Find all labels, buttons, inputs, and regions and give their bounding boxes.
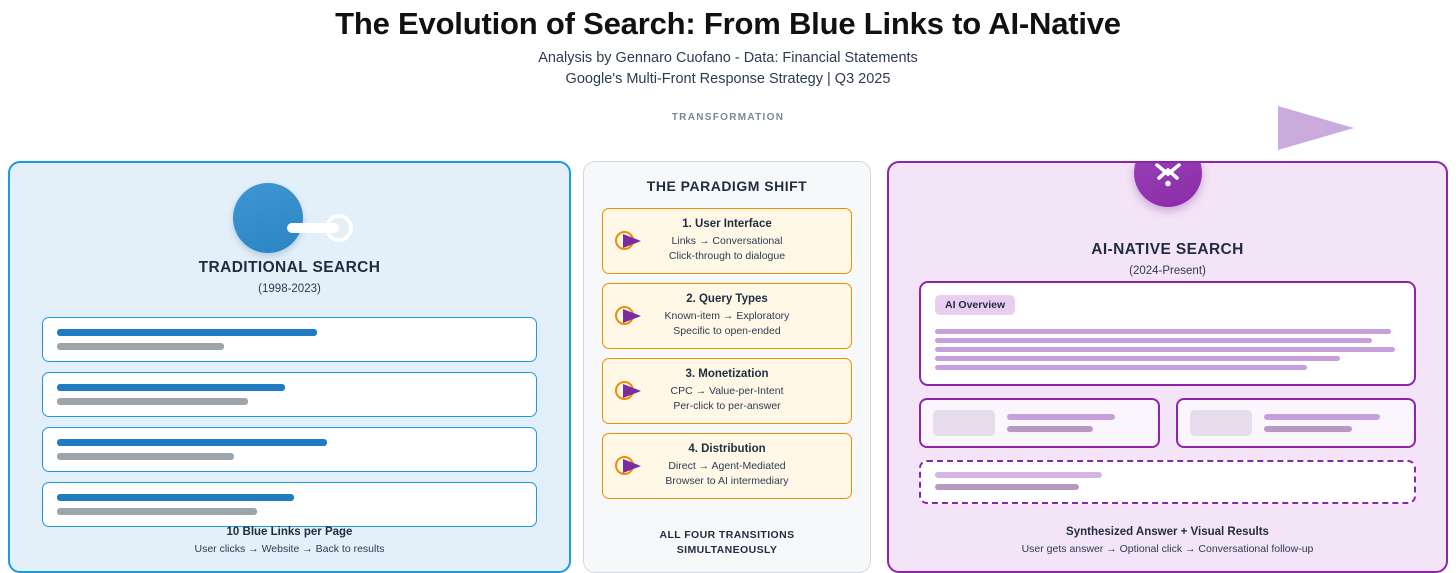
paradigm-footer-line-1: ALL FOUR TRANSITIONS <box>659 529 795 541</box>
shift-line-2: Browser to AI intermediary <box>665 475 789 487</box>
overview-line <box>935 329 1391 334</box>
ai-panel-era: (2024-Present) <box>1129 265 1206 277</box>
traditional-footer-headline: 10 Blue Links per Page <box>226 526 353 538</box>
traditional-panel-era: (1998-2023) <box>258 283 321 295</box>
paradigm-shift-panel: THE PARADIGM SHIFT 1. User Interface Lin… <box>583 161 871 573</box>
shift-heading: 1. User Interface <box>682 218 772 230</box>
overview-line <box>935 338 1373 343</box>
followup-bar-2 <box>935 484 1080 490</box>
paradigm-shift-title: THE PARADIGM SHIFT <box>646 178 808 194</box>
result-snippet-bar <box>57 398 248 405</box>
paradigm-shift-footer: ALL FOUR TRANSITIONS SIMULTANEOUSLY <box>584 528 870 558</box>
shift-line-1: Direct → Agent-Mediated <box>668 460 786 472</box>
ai-native-search-panel: AI-NATIVE SEARCH (2024-Present) AI Overv… <box>887 161 1448 573</box>
image-placeholder-icon <box>1189 410 1252 436</box>
transition-triangle <box>623 233 641 248</box>
list-item[interactable]: 3. Monetization CPC → Value-per-Intent P… <box>602 358 852 424</box>
paradigm-footer-line-2: SIMULTANEOUSLY <box>676 544 778 556</box>
shift-heading: 4. Distribution <box>688 443 766 455</box>
overview-line <box>935 365 1307 370</box>
list-item[interactable] <box>42 427 537 472</box>
magnifier-lens <box>232 183 303 253</box>
traditional-panel-footer: 10 Blue Links per Page User clicks → Web… <box>10 526 569 555</box>
list-item[interactable]: 1. User Interface Links → Conversational… <box>602 208 852 274</box>
visual-card-lines <box>1007 414 1146 432</box>
shift-line-2: Click-through to dialogue <box>668 250 786 262</box>
overview-line <box>935 347 1396 352</box>
list-item[interactable] <box>42 482 537 527</box>
visual-results-row <box>919 398 1416 448</box>
ai-badge-wrap <box>889 163 1446 237</box>
header: The Evolution of Search: From Blue Links… <box>0 0 1456 90</box>
transformation-label: TRANSFORMATION <box>671 112 785 123</box>
transition-triangle <box>623 383 641 398</box>
list-item[interactable]: 2. Query Types Known-item → Exploratory … <box>602 283 852 349</box>
shift-heading: 2. Query Types <box>686 293 768 305</box>
panels-container: TRADITIONAL SEARCH (1998-2023) <box>0 161 1456 573</box>
shift-line-1: Known-item → Exploratory <box>664 310 790 322</box>
transition-arrow-icon <box>615 381 649 401</box>
result-title-bar <box>57 494 295 501</box>
traditional-search-panel: TRADITIONAL SEARCH (1998-2023) <box>8 161 571 573</box>
result-snippet-bar <box>57 343 225 350</box>
shift-heading: 3. Monetization <box>685 368 769 380</box>
result-snippet-bar <box>57 453 234 460</box>
visual-snippet-bar <box>1263 426 1353 432</box>
list-item[interactable] <box>42 372 537 417</box>
ai-sparkle-icon <box>1133 163 1202 207</box>
transition-triangle <box>623 458 641 473</box>
transition-triangle <box>623 308 641 323</box>
result-title-bar <box>57 439 327 446</box>
list-item[interactable] <box>1175 398 1416 448</box>
visual-card-lines <box>1263 414 1403 432</box>
overview-line <box>935 356 1340 361</box>
ai-overview-card[interactable]: AI Overview <box>919 281 1416 386</box>
ai-content: AI Overview <box>919 281 1416 504</box>
result-title-bar <box>57 384 285 391</box>
page-title: The Evolution of Search: From Blue Links… <box>335 6 1121 41</box>
sparkle-glyph <box>1154 163 1181 187</box>
visual-title-bar <box>1263 414 1380 420</box>
ai-footer-headline: Synthesized Answer + Visual Results <box>1066 526 1269 538</box>
magnifier-ring <box>324 214 353 242</box>
traditional-panel-title: TRADITIONAL SEARCH <box>198 259 381 276</box>
shift-line-2: Per-click to per-answer <box>673 400 781 412</box>
transition-arrow-icon <box>615 456 649 476</box>
list-item[interactable]: 4. Distribution Direct → Agent-Mediated … <box>602 433 852 499</box>
ai-panel-footer: Synthesized Answer + Visual Results User… <box>889 526 1446 555</box>
list-item[interactable] <box>42 317 537 362</box>
ai-footer-flow: User gets answer → Optional click → Conv… <box>1021 543 1314 555</box>
followup-card[interactable] <box>919 460 1416 504</box>
header-subtitle-secondary: Google's Multi-Front Response Strategy |… <box>565 71 891 87</box>
magnifier-icon <box>225 181 355 255</box>
shift-line-1: CPC → Value-per-Intent <box>670 385 784 397</box>
shift-line-2: Specific to open-ended <box>673 325 781 337</box>
traditional-footer-flow: User clicks → Website → Back to results <box>194 543 385 555</box>
result-snippet-bar <box>57 508 257 515</box>
transition-arrow-icon <box>615 231 649 251</box>
header-subtitle: Analysis by Gennaro Cuofano - Data: Fina… <box>538 50 918 66</box>
ai-panel-title: AI-NATIVE SEARCH <box>1091 241 1244 258</box>
result-title-bar <box>57 329 318 336</box>
search-results-list <box>42 317 537 527</box>
visual-snippet-bar <box>1007 426 1093 432</box>
magnifier-handle <box>286 223 339 233</box>
right-arrow-icon <box>1278 106 1354 150</box>
visual-title-bar <box>1007 414 1116 420</box>
image-placeholder-icon <box>933 410 995 436</box>
paradigm-shift-list: 1. User Interface Links → Conversational… <box>602 208 852 499</box>
shift-line-1: Links → Conversational <box>671 235 783 247</box>
followup-bar-1 <box>935 472 1103 478</box>
transition-arrow-icon <box>615 306 649 326</box>
list-item[interactable] <box>919 398 1160 448</box>
ai-overview-badge: AI Overview <box>935 295 1016 315</box>
